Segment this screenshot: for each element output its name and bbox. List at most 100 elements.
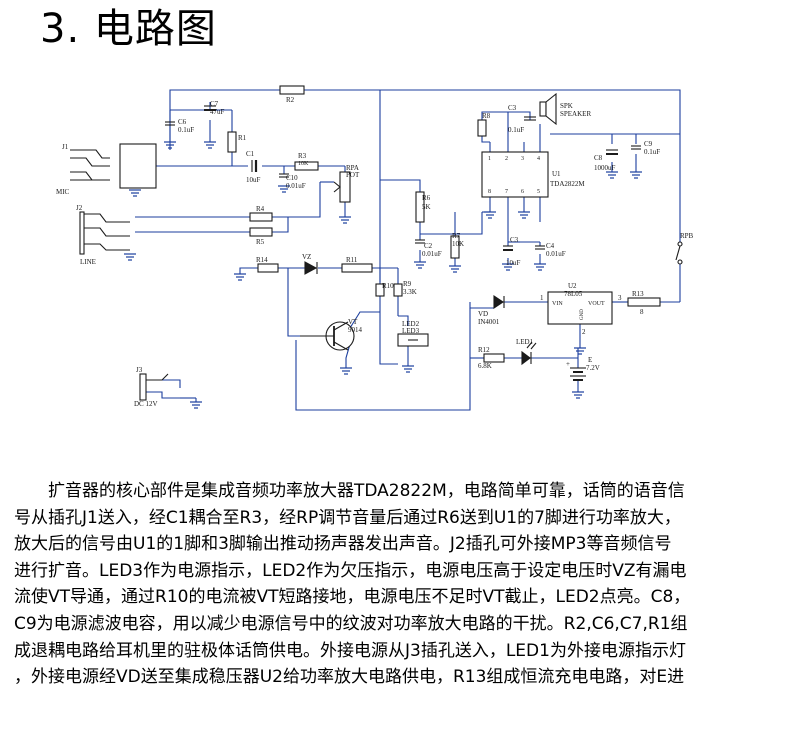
- label-led3: LED3: [402, 327, 420, 335]
- resistor-r10: [375, 283, 385, 297]
- label-mic: MIC: [56, 188, 70, 196]
- label-r8: R8: [482, 112, 491, 120]
- capacitor-c3a: [524, 116, 536, 121]
- paragraph-line: 放大后的信号由U1的1脚和3脚输出推动扬声器发出声音。J2插孔可外接MP3等音频…: [14, 534, 672, 555]
- capacitor-c6: [165, 121, 175, 126]
- speaker-icon: [539, 92, 557, 126]
- label-c7: C7: [210, 100, 219, 108]
- label-r7: R7: [452, 232, 461, 240]
- capacitor-c9: [631, 145, 641, 150]
- label-r14: R14: [256, 256, 268, 264]
- label-c3a-value: 0.1uF: [508, 126, 524, 134]
- label-e-value: 7.2V: [586, 364, 600, 372]
- label-u2: U2: [568, 282, 577, 290]
- label-r13-value: 8: [640, 308, 644, 316]
- label-c4-value: 0.01uF: [546, 250, 566, 258]
- label-e-plus: +: [566, 360, 570, 368]
- label-r12: R12: [478, 346, 490, 354]
- label-rpa: RPA: [346, 164, 359, 172]
- label-c6-value: 0.1uF: [178, 126, 194, 134]
- resistor-r9: [393, 283, 403, 297]
- label-r13: R13: [632, 290, 644, 298]
- battery-e: [570, 367, 586, 381]
- resistor-r11: [341, 263, 373, 273]
- label-c9: C9: [644, 140, 653, 148]
- label-c1: C1: [246, 150, 255, 158]
- resistor-r4: [249, 212, 273, 222]
- jack-j3: [139, 373, 169, 401]
- label-line: LINE: [80, 258, 96, 266]
- capacitor-c1: [251, 160, 258, 172]
- label-c2-value: 0.01uF: [422, 250, 442, 258]
- label-r3: R3: [298, 152, 307, 160]
- wires: [135, 89, 681, 411]
- label-c10: C10: [286, 174, 298, 182]
- resistor-r8: [477, 119, 487, 137]
- label-c2: C2: [424, 242, 433, 250]
- capacitor-c8: [606, 149, 618, 155]
- u1-pin3: 3: [521, 156, 524, 162]
- label-r7-value: 10K: [452, 240, 464, 248]
- label-vz: VZ: [302, 253, 311, 261]
- label-r10: R10: [382, 282, 394, 290]
- resistor-r7: [450, 235, 460, 259]
- jack-j1: [70, 143, 157, 189]
- paragraph-line: 扩音器的核心部件是集成音频功率放大器TDA2822M，电路简单可靠，话筒的语音信: [14, 481, 685, 501]
- transistor-vt: [300, 321, 355, 351]
- ic-u2: [547, 291, 613, 325]
- label-spk: SPK: [560, 102, 573, 110]
- u1-pin6: 6: [521, 189, 524, 195]
- label-r1: R1: [238, 134, 247, 142]
- paragraph-line: C9为电源滤波电容，用以减少电源信号中的纹波对功率放大电路的干扰。R2,C6,C…: [14, 613, 688, 634]
- resistor-r2: [279, 85, 305, 95]
- label-u1-value: TDA2822M: [550, 180, 585, 188]
- page-title: 3. 电路图: [40, 6, 217, 52]
- description-paragraph: 扩音器的核心部件是集成音频功率放大器TDA2822M，电路简单可靠，话筒的语音信…: [14, 478, 788, 691]
- u1-pin2: 2: [505, 156, 508, 162]
- capacitor-c2: [415, 239, 425, 244]
- capacitor-c10: [279, 173, 289, 178]
- label-r6-value: 5K: [422, 203, 431, 211]
- label-c1-value: 10uF: [246, 176, 261, 184]
- u1-pin4: 4: [537, 156, 540, 162]
- u1-pin5: 5: [537, 189, 540, 195]
- label-r2: R2: [286, 96, 295, 104]
- label-c6: C6: [178, 118, 187, 126]
- label-r9: R9: [403, 280, 412, 288]
- label-c3b-value: 10uF: [506, 259, 521, 267]
- label-j2: J2: [76, 204, 83, 212]
- label-vd-value: IN4001: [478, 318, 500, 326]
- label-e: E: [588, 356, 592, 364]
- switch-rpb: [675, 241, 683, 265]
- label-vout: VOUT: [588, 301, 605, 307]
- resistor-r14: [257, 263, 279, 273]
- label-vt-value: 9014: [348, 326, 363, 334]
- label-u2-pin2: 2: [582, 328, 586, 336]
- led1: [521, 341, 537, 366]
- label-c7-value: 47uF: [210, 108, 225, 116]
- label-c4: C4: [546, 242, 555, 250]
- u1-pin-numbers: 1 2 3 4 8 7 6 5: [488, 156, 540, 195]
- resistor-r13: [627, 297, 661, 307]
- u1-pin7: 7: [505, 189, 508, 195]
- paragraph-line: 号从插孔J1送入，经C1耦合至R3，经RP调节音量后通过R6送到U1的7脚进行功…: [14, 507, 681, 528]
- label-led2: LED2: [402, 320, 420, 328]
- label-u2-pin3: 3: [618, 294, 622, 302]
- label-c10-value: 0.01uF: [286, 182, 306, 190]
- resistor-r1: [227, 131, 237, 153]
- label-pot: POT: [346, 171, 360, 179]
- capacitor-c3b: [503, 245, 513, 251]
- capacitor-c7: [204, 105, 216, 111]
- label-c9-value: 0.1uF: [644, 148, 660, 156]
- label-j3: J3: [136, 366, 143, 374]
- u1-pin1: 1: [488, 156, 491, 162]
- u1-pin8: 8: [488, 189, 491, 195]
- diode-vd: [493, 294, 505, 310]
- label-r5: R5: [256, 238, 265, 246]
- label-j1: J1: [62, 143, 69, 151]
- label-r12-value: 6.8K: [478, 362, 492, 370]
- circuit-diagram: J1 MIC J2 LINE J3 DC 12V R2 R1 R3 10K R4…: [56, 85, 694, 411]
- resistor-r12: [483, 353, 505, 363]
- label-vd: VD: [478, 310, 488, 318]
- label-c8: C8: [594, 154, 603, 162]
